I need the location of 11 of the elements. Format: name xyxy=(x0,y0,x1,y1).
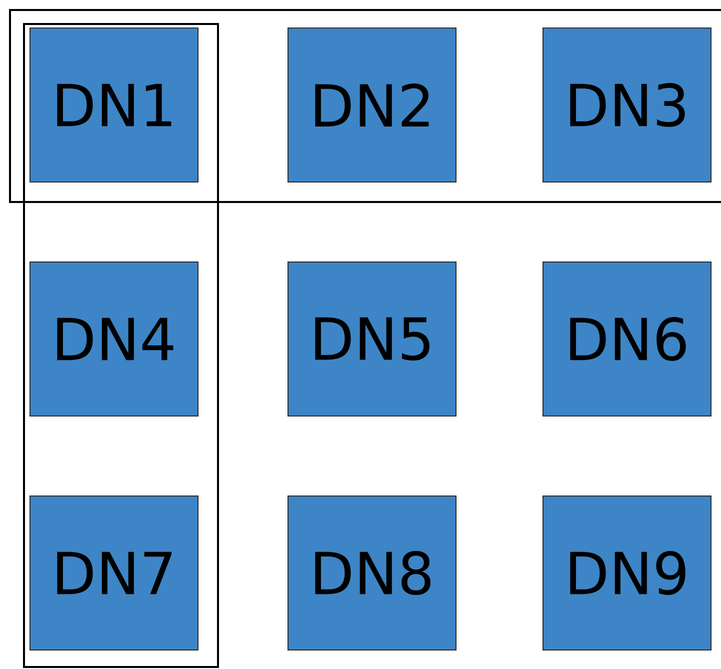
node-box: DN8 xyxy=(288,495,456,650)
node-box: DN6 xyxy=(542,262,712,416)
group-frame xyxy=(9,9,721,203)
node-box: DN9 xyxy=(542,495,712,650)
node-box: DN5 xyxy=(288,262,456,416)
group-frame xyxy=(23,23,219,668)
node-box: DN7 xyxy=(30,495,198,650)
node-box: DN3 xyxy=(542,28,712,182)
node-box: DN4 xyxy=(30,262,198,416)
node-box: DN2 xyxy=(288,28,456,182)
node-box: DN1 xyxy=(30,28,198,182)
